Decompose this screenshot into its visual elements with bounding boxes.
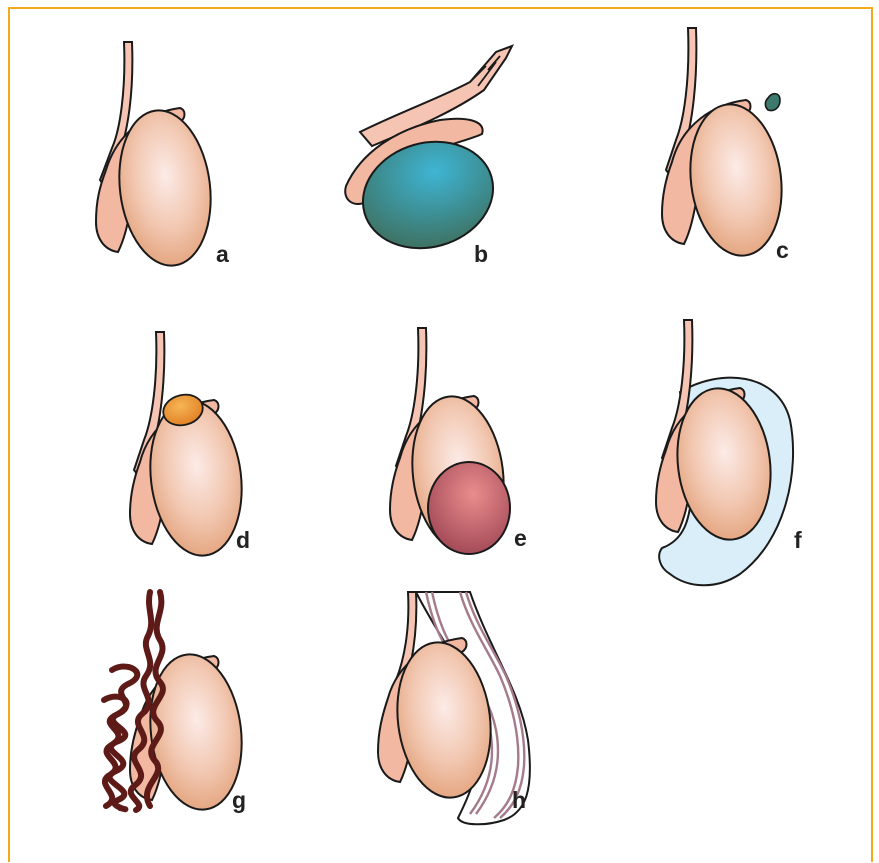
panel-label-e: e bbox=[514, 525, 527, 551]
panel-f-illustration: f bbox=[656, 320, 802, 585]
panel-label-f: f bbox=[794, 527, 802, 553]
panel-label-c: c bbox=[776, 237, 789, 263]
testicular-tumor bbox=[428, 462, 510, 554]
panel-c-illustration: c bbox=[662, 28, 790, 263]
panel-b-illustration: b bbox=[345, 46, 512, 267]
panel-label-h: h bbox=[512, 787, 526, 813]
panel-a-illustration: a bbox=[96, 42, 229, 271]
panel-label-d: d bbox=[236, 527, 250, 553]
panel-label-g: g bbox=[232, 787, 246, 813]
panel-h-illustration: h bbox=[378, 592, 530, 824]
panel-g-illustration: g bbox=[104, 592, 250, 815]
panel-label-a: a bbox=[216, 241, 229, 267]
panel-d-illustration: d bbox=[130, 332, 250, 561]
appendix-testis bbox=[765, 94, 780, 111]
panel-e-illustration: e bbox=[390, 328, 527, 557]
panel-label-b: b bbox=[474, 241, 488, 267]
